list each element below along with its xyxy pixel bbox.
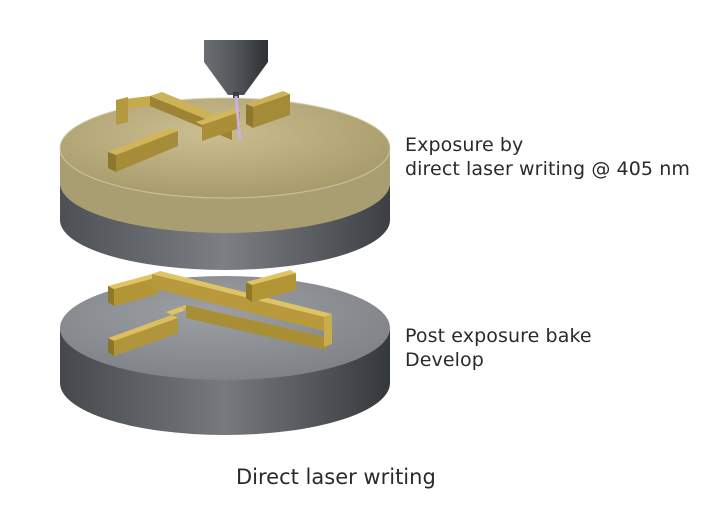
exposed-structure [108,91,290,172]
developed-structure [108,270,332,356]
figure-title: Direct laser writing [236,465,436,489]
laser-beam [234,95,242,141]
resist-layer-top [60,98,390,198]
bottom-substrate-top [60,276,390,380]
exposure-step-label: Exposure by [405,134,524,156]
laser-head [204,40,268,98]
bake-step-label: Post exposure bake [405,325,592,347]
develop-step-label: Develop [405,349,484,371]
exposure-step-detail: direct laser writing @ 405 nm [405,158,691,180]
exposure-stage [59,40,391,270]
develop-stage [60,270,390,435]
